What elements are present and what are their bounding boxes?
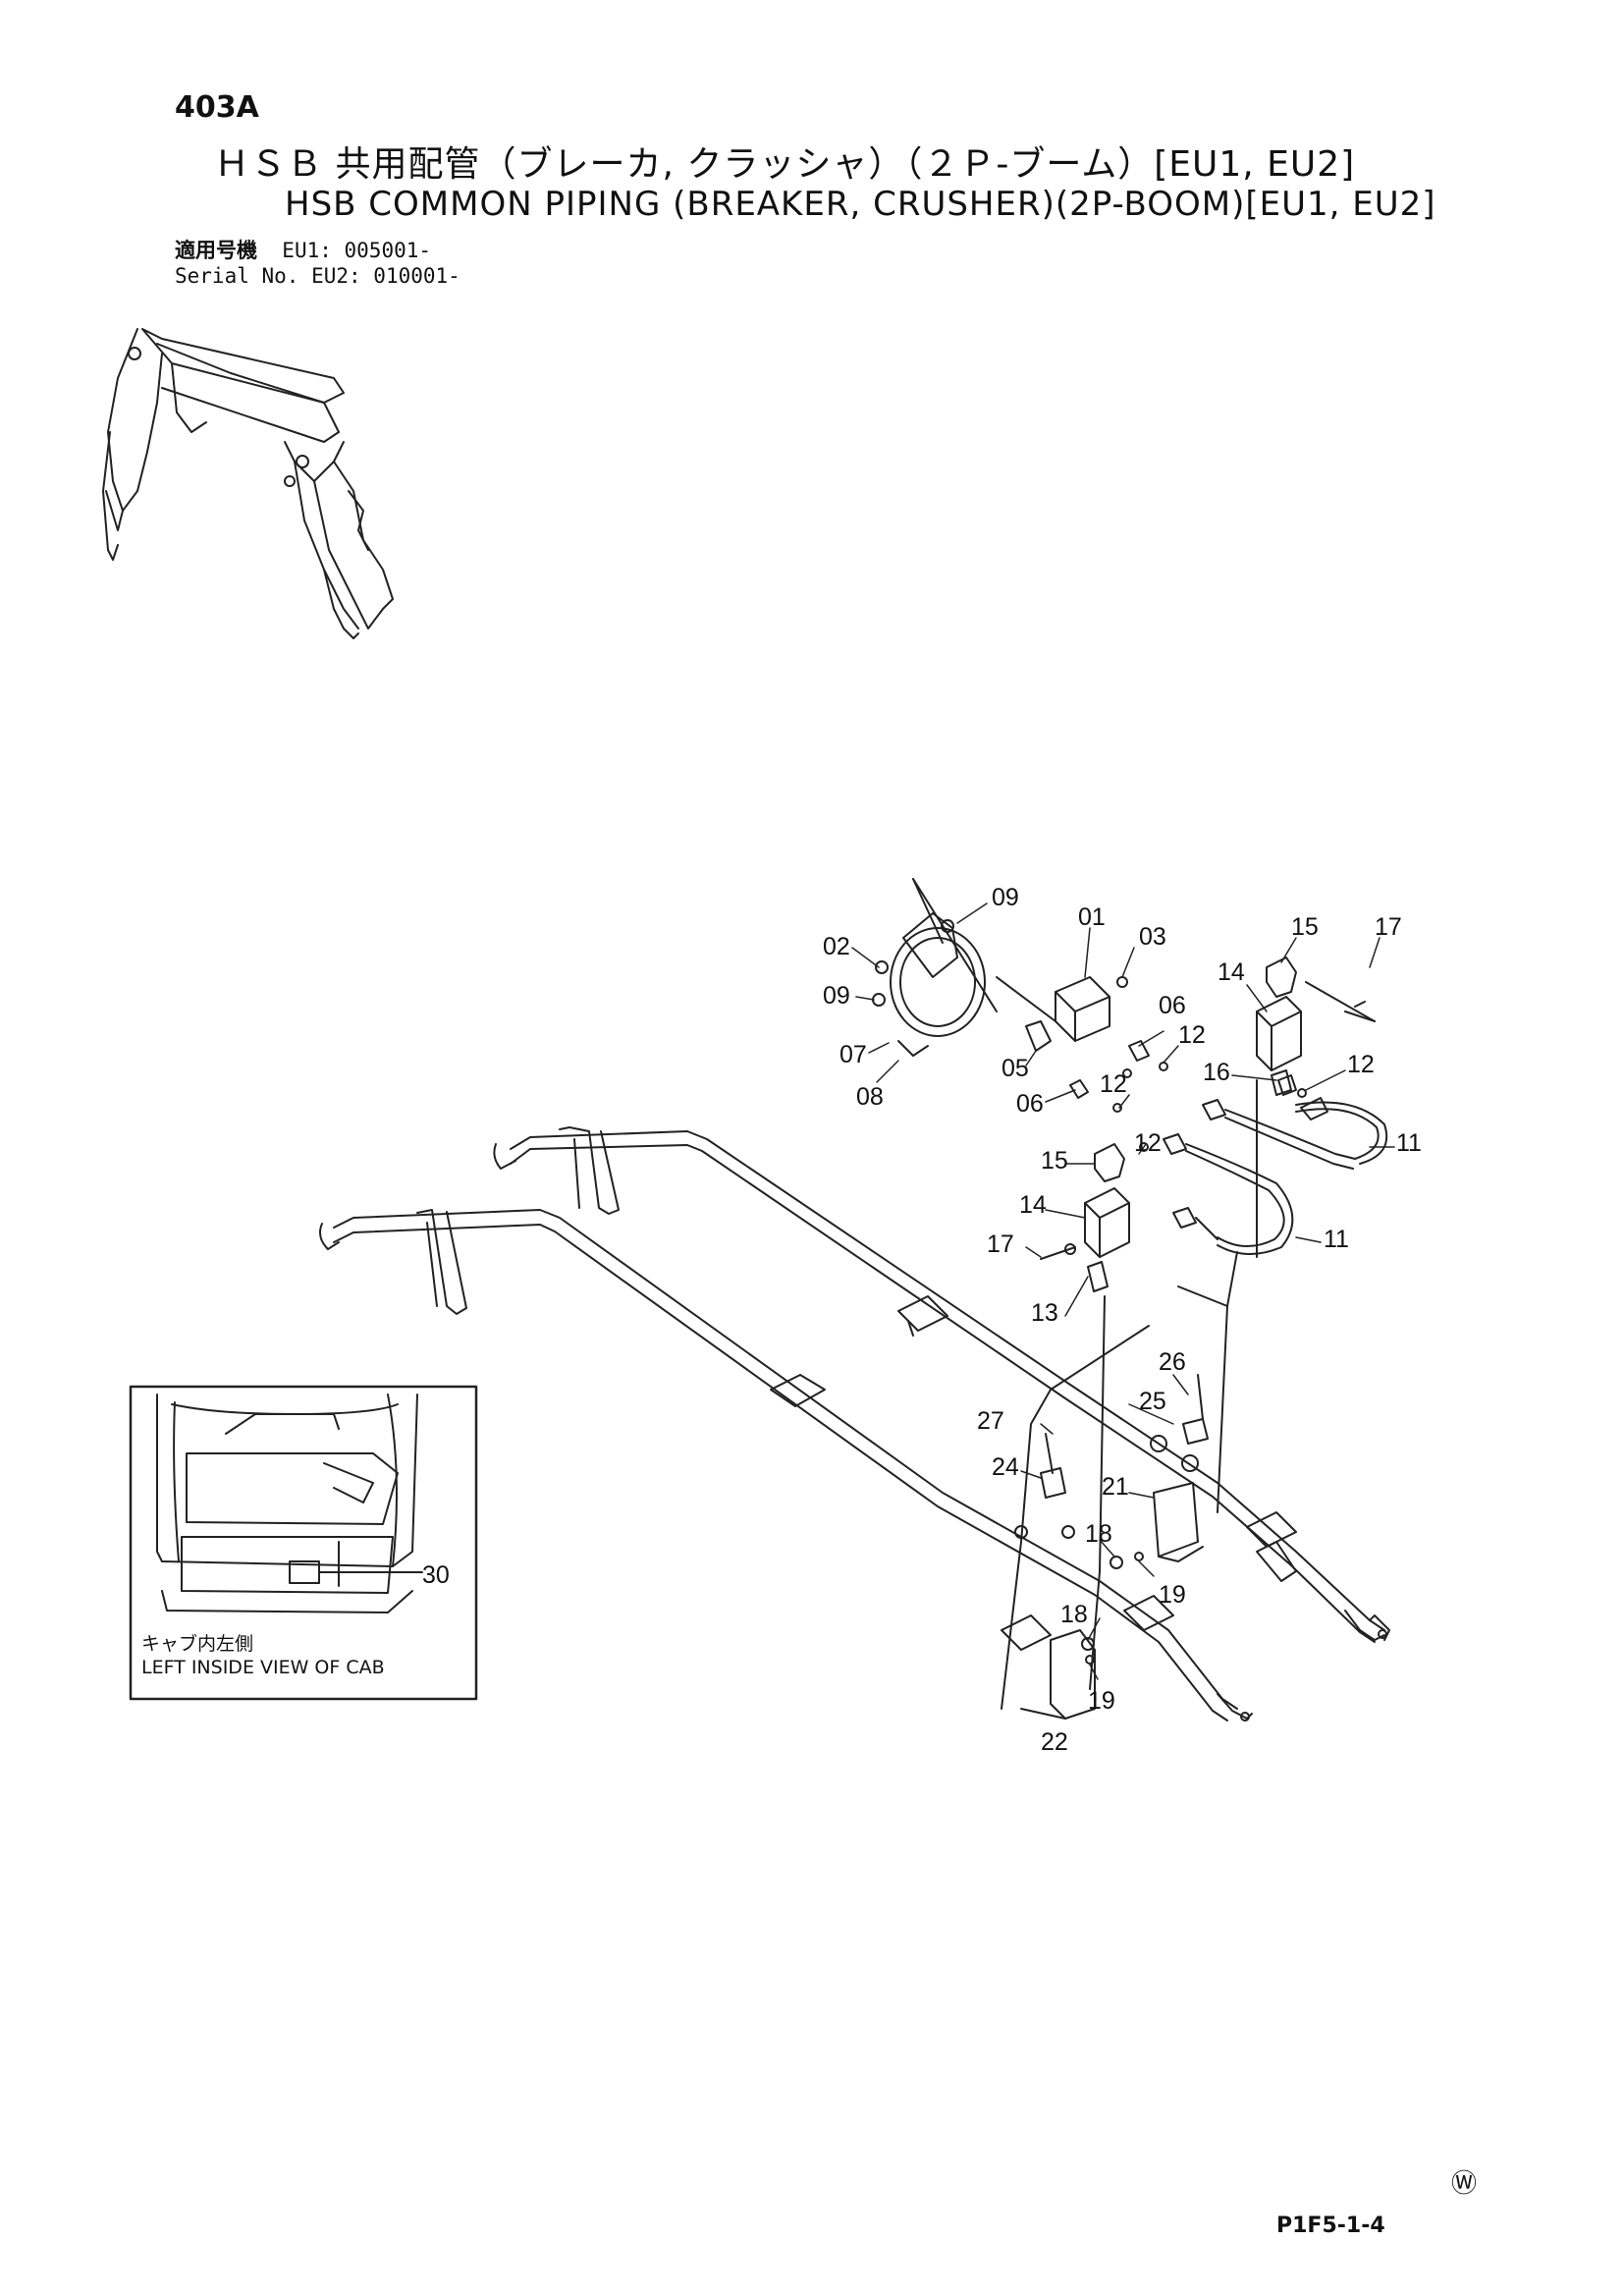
callout-24: 24: [992, 1453, 1019, 1481]
callout-27: 27: [977, 1407, 1004, 1435]
ring-clamp-assembly: [872, 878, 998, 1057]
callout-03: 03: [1139, 923, 1166, 951]
callout-25: 25: [1139, 1388, 1166, 1415]
callout-15-upper: 15: [1291, 913, 1319, 941]
callout-30: 30: [422, 1561, 450, 1589]
callout-19-upper: 19: [1159, 1581, 1186, 1609]
callout-16: 16: [1203, 1059, 1230, 1086]
upper-pipe-line: [493, 1126, 1390, 1643]
block-14-lower: [1040, 1143, 1130, 1690]
excavator-boom-sketch: [102, 328, 394, 639]
callout-14-lower: 14: [1019, 1191, 1047, 1219]
callout-01: 01: [1078, 903, 1106, 931]
inset-caption: キャブ内左側 LEFT INSIDE VIEW OF CAB: [141, 1632, 385, 1679]
callout-06-lower: 06: [1016, 1090, 1044, 1118]
callout-08: 08: [856, 1083, 884, 1111]
cab-inset-box: [129, 1385, 478, 1701]
serial-label-en: Serial No.: [175, 264, 299, 288]
callout-15-lower: 15: [1041, 1147, 1068, 1175]
page-number: 403A: [175, 90, 259, 125]
callout-12-a: 12: [1178, 1021, 1206, 1049]
callout-09-left: 09: [823, 982, 850, 1010]
callout-13: 13: [1031, 1299, 1058, 1327]
inset-caption-en: LEFT INSIDE VIEW OF CAB: [141, 1657, 385, 1678]
callout-11-upper: 11: [1396, 1129, 1422, 1157]
callout-26: 26: [1159, 1348, 1186, 1376]
callout-11-lower: 11: [1324, 1226, 1349, 1253]
page-title-japanese: ＨＳＢ 共用配管（ブレーカ, クラッシャ）（２Ｐ-ブーム）[EU1, EU2]: [214, 144, 1356, 185]
bracket-assembly: [1001, 1285, 1228, 1720]
reference-code: P1F5-1-4: [1276, 2214, 1385, 2238]
callout-12-b: 12: [1100, 1070, 1127, 1098]
callout-06-upper: 06: [1159, 992, 1186, 1019]
callout-17-upper: 17: [1375, 913, 1402, 941]
block-14-upper: [1217, 957, 1376, 1513]
callout-05: 05: [1001, 1055, 1029, 1082]
callout-21: 21: [1102, 1473, 1129, 1501]
hose-11-lower: [1163, 1133, 1294, 1256]
callout-22: 22: [1041, 1728, 1068, 1756]
callout-18-lower: 18: [1060, 1601, 1088, 1628]
serial-label-jp: 適用号機: [175, 239, 257, 262]
inset-caption-jp: キャブ内左側: [141, 1633, 254, 1655]
callout-18-upper: 18: [1085, 1520, 1112, 1548]
callout-leaders: [851, 902, 1395, 1680]
lower-pipe-line: [319, 1209, 1253, 1722]
hose-11-upper: [1202, 1097, 1388, 1170]
callout-17-lower: 17: [987, 1230, 1014, 1258]
callout-09-top: 09: [992, 884, 1019, 911]
callout-07: 07: [839, 1041, 867, 1068]
callout-12-d: 12: [1347, 1051, 1375, 1078]
callout-labels: 09 02 09 07 08 01 03 05 06 06 12 12 12 1…: [422, 884, 1422, 1756]
callout-19-lower: 19: [1088, 1687, 1115, 1715]
w-mark: Ⓦ: [1451, 2169, 1478, 2199]
callout-12-c: 12: [1134, 1129, 1162, 1157]
serial-eu1: EU1: 005001-: [282, 239, 432, 262]
callout-02: 02: [823, 933, 850, 960]
callout-14-upper: 14: [1218, 958, 1245, 986]
pipe-clamps: [770, 1295, 1297, 1651]
serial-number-block: 適用号機 EU1: 005001- Serial No. EU2: 010001…: [175, 238, 460, 289]
serial-eu2: EU2: 010001-: [311, 264, 460, 288]
page-title-english: HSB COMMON PIPING (BREAKER, CRUSHER)(2P-…: [285, 185, 1436, 224]
